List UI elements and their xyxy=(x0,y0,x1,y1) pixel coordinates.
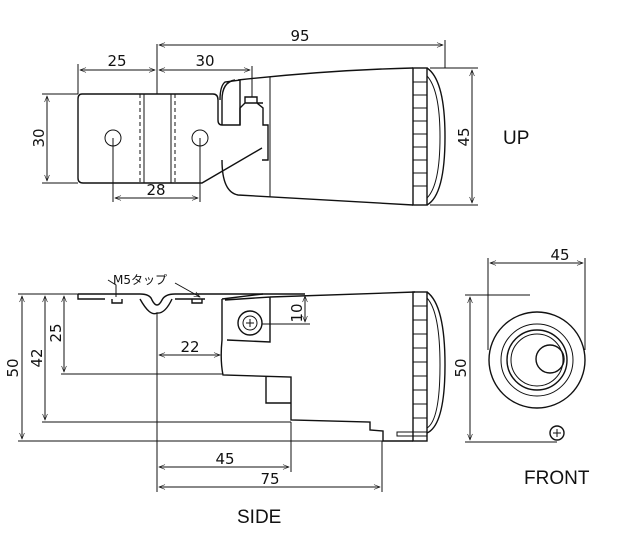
up-view: 95 25 30 30 45 28 UP xyxy=(30,27,529,206)
dim-45: 45 xyxy=(215,450,234,468)
dim-25-vertical: 25 xyxy=(47,323,65,342)
side-body xyxy=(220,291,416,442)
dim-28: 28 xyxy=(146,181,165,199)
dim-front-45: 45 xyxy=(550,246,569,264)
side-lens xyxy=(426,291,446,434)
front-screw-icon xyxy=(549,425,565,441)
dim-22: 22 xyxy=(180,338,199,356)
m5-tap-note: M5タップ xyxy=(113,273,167,287)
front-view: 45 50 FRONT xyxy=(452,246,590,489)
dim-75: 75 xyxy=(260,470,279,488)
dim-25: 25 xyxy=(107,52,126,70)
view-label-side: SIDE xyxy=(237,507,281,528)
side-view: M5タップ 50 42 25 22 45 75 10 SIDE xyxy=(4,273,446,528)
view-label-front: FRONT xyxy=(524,468,590,489)
side-fins xyxy=(412,291,428,442)
dim-50: 50 xyxy=(4,358,22,377)
side-screw-icon xyxy=(237,310,263,336)
dim-45-vertical: 45 xyxy=(455,127,473,146)
up-lens xyxy=(426,67,446,206)
dim-10: 10 xyxy=(288,303,306,322)
front-lamp xyxy=(535,344,565,374)
front-outer-ring xyxy=(488,311,586,409)
dim-30: 30 xyxy=(195,52,214,70)
up-fins xyxy=(412,67,428,206)
dim-42: 42 xyxy=(28,348,46,367)
dim-30-vertical: 30 xyxy=(30,128,48,147)
up-switch xyxy=(239,96,269,161)
dim-95: 95 xyxy=(290,27,309,45)
side-bracket xyxy=(77,293,305,315)
view-label-up: UP xyxy=(503,128,529,149)
dim-front-50: 50 xyxy=(452,358,470,377)
up-bracket xyxy=(82,79,241,126)
up-body xyxy=(221,67,414,206)
